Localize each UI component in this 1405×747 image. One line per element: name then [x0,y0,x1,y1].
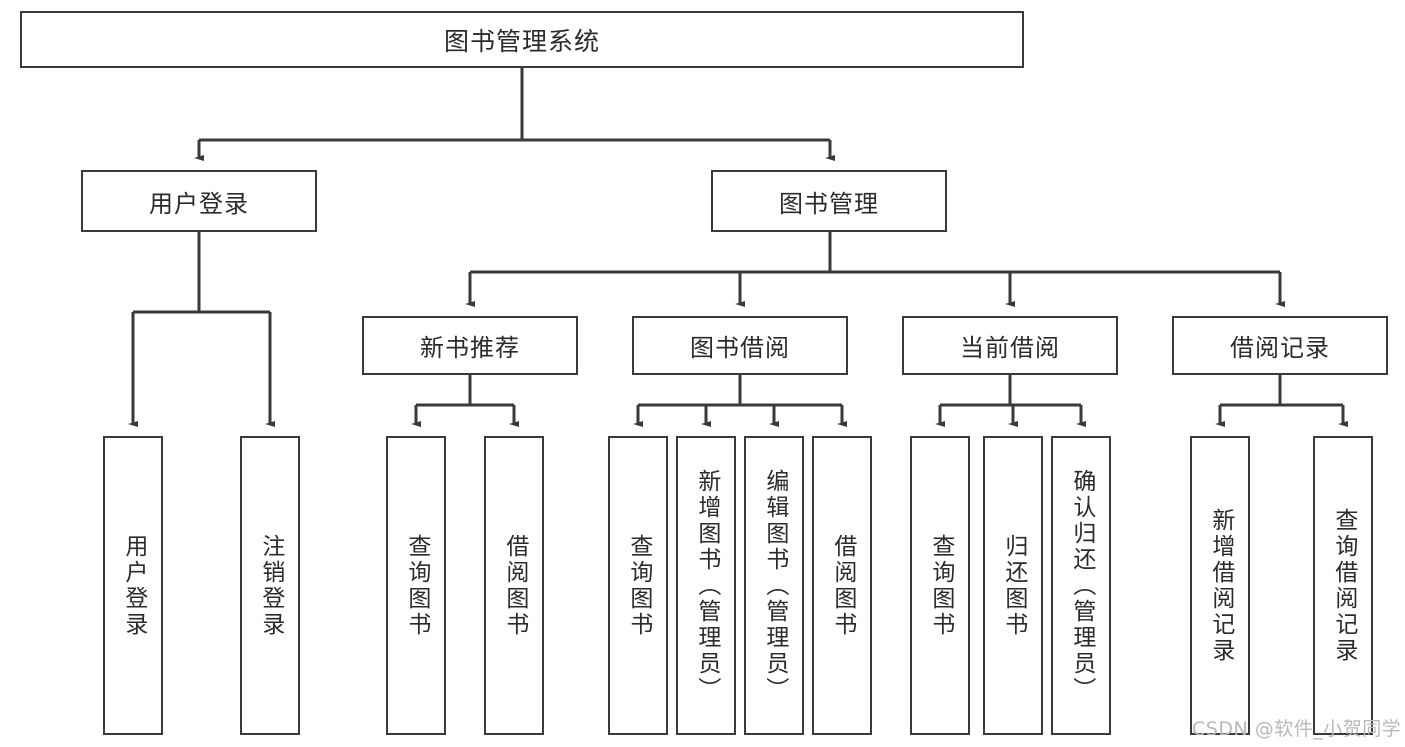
node-book-manage[interactable]: 图书管理 [711,170,947,232]
node-book-manage-label: 图书管理 [779,189,879,218]
leaf-query-book-cur-label: 查询图书 [927,533,954,638]
leaf-user-login[interactable]: 用户登录 [103,436,163,735]
leaf-add-book-label: 新增图书（管理员） [693,468,720,703]
node-user-login-label: 用户登录 [149,189,249,218]
leaf-edit-book[interactable]: 编辑图书（管理员） [744,436,804,735]
node-book-borrow[interactable]: 图书借阅 [632,316,848,375]
leaf-logout[interactable]: 注销登录 [240,436,300,735]
leaf-borrow-book-rec[interactable]: 借阅图书 [484,436,544,735]
node-root-label: 图书管理系统 [443,26,600,56]
leaf-confirm-return[interactable]: 确认归还（管理员） [1051,436,1111,735]
leaf-return-book-label: 归还图书 [1000,533,1027,638]
leaf-query-record-label: 查询借阅记录 [1330,507,1357,664]
leaf-add-book[interactable]: 新增图书（管理员） [676,436,736,735]
leaf-add-record-label: 新增借阅记录 [1207,507,1234,664]
leaf-query-book-rec[interactable]: 查询图书 [386,436,446,735]
leaf-borrow-book-bor-label: 借阅图书 [829,533,856,638]
leaf-query-book-cur[interactable]: 查询图书 [910,436,970,735]
leaf-query-record[interactable]: 查询借阅记录 [1313,436,1373,735]
node-borrow-record-label: 借阅记录 [1230,334,1330,362]
leaf-user-login-label: 用户登录 [120,533,147,638]
node-new-book-recommend-label: 新书推荐 [420,334,520,362]
leaf-query-book-rec-label: 查询图书 [403,533,430,638]
node-current-borrow[interactable]: 当前借阅 [902,316,1118,375]
leaf-edit-book-label: 编辑图书（管理员） [761,468,788,703]
node-root[interactable]: 图书管理系统 [20,11,1024,68]
node-book-borrow-label: 图书借阅 [690,334,790,362]
node-new-book-recommend[interactable]: 新书推荐 [362,316,578,375]
leaf-query-book-bor[interactable]: 查询图书 [608,436,668,735]
node-user-login[interactable]: 用户登录 [81,170,317,232]
leaf-borrow-book-rec-label: 借阅图书 [501,533,528,638]
node-borrow-record[interactable]: 借阅记录 [1172,316,1388,375]
leaf-confirm-return-label: 确认归还（管理员） [1068,468,1095,703]
leaf-logout-label: 注销登录 [257,533,284,638]
leaf-add-record[interactable]: 新增借阅记录 [1190,436,1250,735]
leaf-borrow-book-bor[interactable]: 借阅图书 [812,436,872,735]
leaf-query-book-bor-label: 查询图书 [625,533,652,638]
leaf-return-book[interactable]: 归还图书 [983,436,1043,735]
node-current-borrow-label: 当前借阅 [960,334,1060,362]
watermark: CSDN @软件_小贺同学 [1192,718,1402,740]
